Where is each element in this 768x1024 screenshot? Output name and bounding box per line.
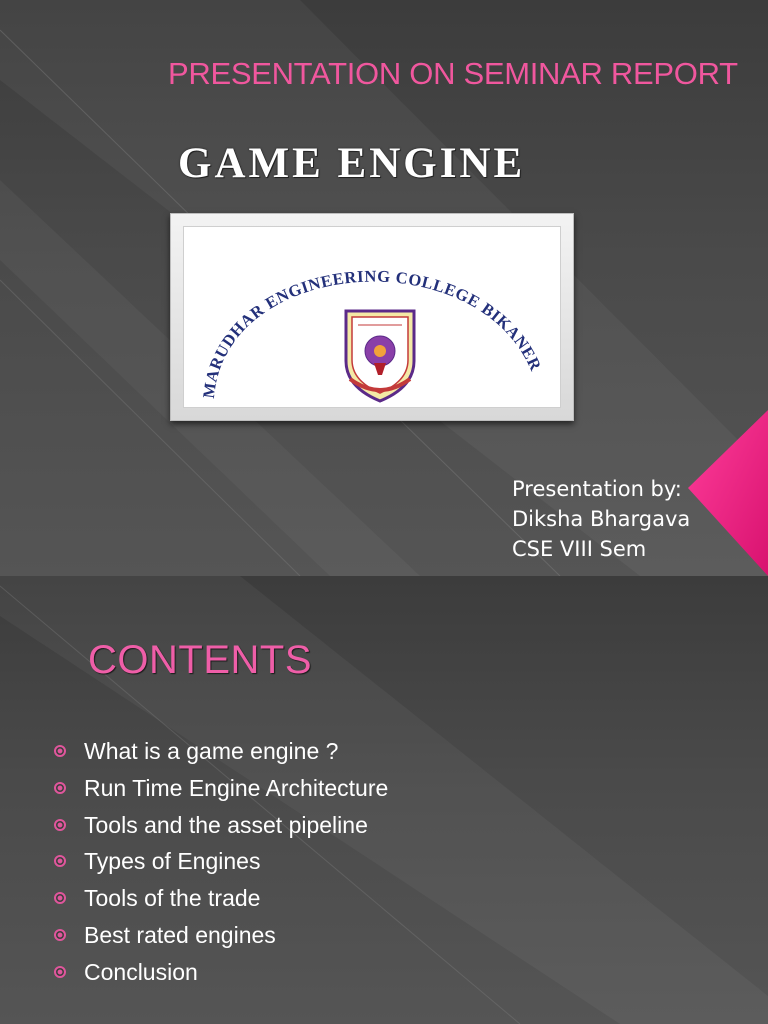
- list-item-label: Run Time Engine Architecture: [84, 774, 389, 801]
- list-item-label: Best rated engines: [84, 921, 276, 948]
- college-logo-graphic: MARUDHAR ENGINEERING COLLEGE BIKANER: [199, 267, 545, 403]
- slide-title: PRESENTATION ON SEMINAR REPORT GAME ENGI…: [0, 0, 768, 576]
- slide-title-text: GAME ENGINE: [178, 140, 526, 187]
- bullet-icon: [54, 928, 66, 941]
- bullet-icon: [54, 818, 66, 831]
- presenter-block: Presentation by: Diksha Bhargava CSE VII…: [512, 474, 690, 564]
- list-item-label: Types of Engines: [84, 848, 261, 875]
- presenter-class: CSE VIII Sem: [512, 537, 647, 561]
- presentation-heading: PRESENTATION ON SEMINAR REPORT: [168, 56, 738, 91]
- list-item: Run Time Engine Architecture: [48, 770, 388, 807]
- bullet-icon: [54, 855, 66, 868]
- list-item-label: Conclusion: [84, 958, 198, 985]
- bullet-icon: [54, 781, 66, 794]
- bullet-icon: [54, 892, 66, 905]
- list-item: Conclusion: [48, 954, 388, 991]
- contents-title: CONTENTS: [88, 638, 312, 682]
- college-logo-frame: MARUDHAR ENGINEERING COLLEGE BIKANER: [170, 213, 574, 421]
- list-item: Tools and the asset pipeline: [48, 807, 388, 844]
- list-item-label: Tools and the asset pipeline: [84, 811, 368, 838]
- contents-list: What is a game engine ? Run Time Engine …: [48, 733, 388, 991]
- presenter-name: Diksha Bhargava: [512, 507, 691, 531]
- bullet-icon: [54, 745, 66, 757]
- pink-accent-triangle: [688, 410, 768, 576]
- list-item: What is a game engine ?: [48, 733, 388, 770]
- college-logo: MARUDHAR ENGINEERING COLLEGE BIKANER: [183, 226, 561, 408]
- list-item: Best rated engines: [48, 917, 388, 954]
- presenter-label: Presentation by:: [512, 477, 682, 501]
- list-item-label: Tools of the trade: [84, 885, 261, 912]
- bullet-icon: [54, 965, 66, 978]
- list-item: Types of Engines: [48, 843, 388, 880]
- list-item-label: What is a game engine ?: [84, 738, 339, 764]
- list-item: Tools of the trade: [48, 880, 388, 917]
- college-crest-icon: [344, 309, 416, 403]
